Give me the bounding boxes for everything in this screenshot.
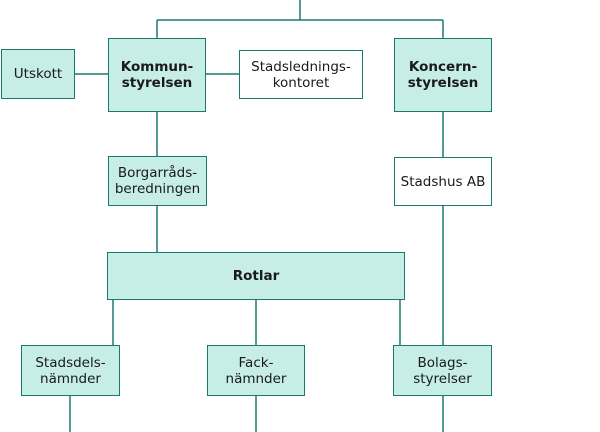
node-stadsdelsnamnder-label: Stadsdels- nämnder [35,354,106,387]
node-borgarradsberedningen: Borgarråds- beredningen [108,156,207,206]
node-stadsledningskontoret: Stadslednings- kontoret [239,50,363,99]
node-koncernstyrelsen-label: Koncern- styrelsen [407,59,479,91]
node-utskott-label: Utskott [13,66,63,82]
node-koncernstyrelsen: Koncern- styrelsen [394,38,492,112]
node-facknamnder: Fack- nämnder [207,345,305,396]
node-borgarradsberedningen-label: Borgarråds- beredningen [114,165,201,197]
node-utskott: Utskott [1,49,75,99]
node-rotlar: Rotlar [107,252,405,300]
node-bolagsstyrelser-label: Bolags- styrelser [413,354,472,387]
node-stadsledningskontoret-label: Stadslednings- kontoret [251,58,351,91]
node-kommunstyrelsen: Kommun- styrelsen [108,38,206,112]
node-stadshus-ab: Stadshus AB [394,157,492,206]
node-facknamnder-label: Fack- nämnder [225,354,287,387]
node-rotlar-label: Rotlar [232,268,280,284]
node-stadshus-ab-label: Stadshus AB [400,173,486,190]
node-bolagsstyrelser: Bolags- styrelser [393,345,492,396]
node-stadsdelsnamnder: Stadsdels- nämnder [21,345,120,396]
node-kommunstyrelsen-label: Kommun- styrelsen [120,59,194,91]
